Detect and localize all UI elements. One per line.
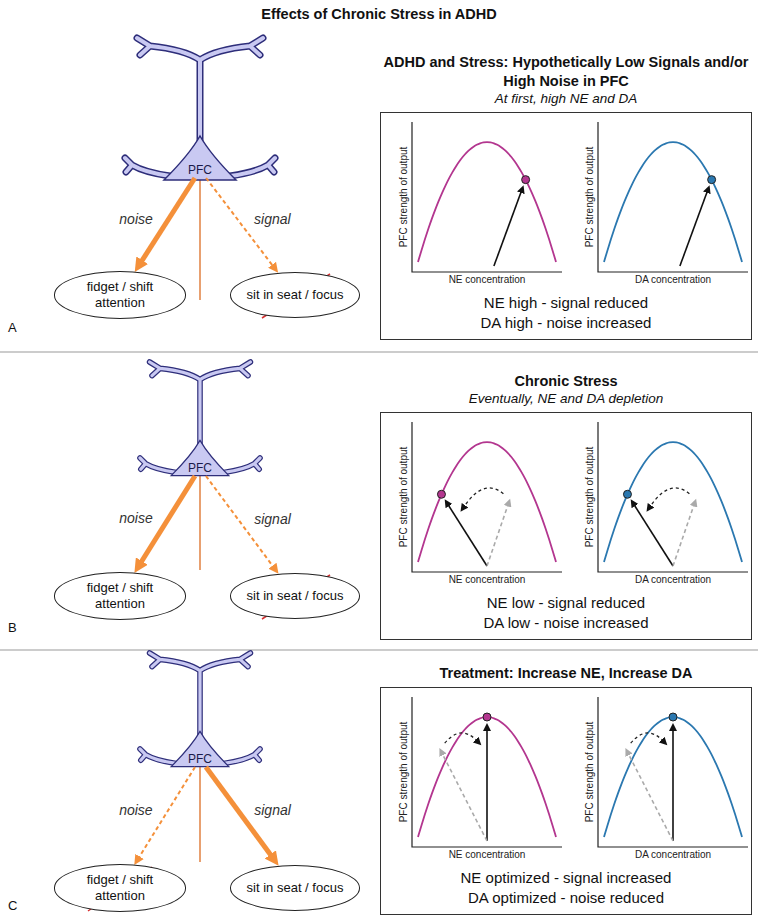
effect-statement: DA high - noise increased [481,313,652,333]
pathway-label: signal [254,511,291,527]
axon [199,476,201,570]
panel-letter: A [8,320,17,335]
chart-panel: Chronic StressEventually, NE and DA depl… [380,372,752,640]
chart-axes [598,122,748,272]
chart-group [412,122,748,847]
shift-arrow [486,730,488,841]
previous-state-arrow [629,754,673,841]
chart-frame: NE optimized - signal increasedDA optimi… [380,687,752,915]
effect-statement: NE optimized - signal increased [461,868,672,888]
axis-label: NE concentration [449,849,526,860]
pathway-label: signal [254,211,291,227]
state-dot [669,713,677,721]
state-dot [522,176,530,184]
axon [199,180,201,300]
panel-letter: B [8,620,17,635]
behavior-ellipse: sit in seat / focus [230,865,361,911]
pyramidal-neuron [125,38,275,180]
axis-label: PFC strength of output [584,147,595,248]
neuron-soma: PFC [185,460,215,476]
axis-label: PFC strength of output [584,447,595,548]
region-label: PFC [188,752,212,766]
effect-statement: DA optimized - noise reduced [468,888,664,908]
axis-label: PFC strength of output [398,722,409,823]
state-dot [708,176,716,184]
transition-arrow [445,733,477,743]
state-dot [623,490,631,498]
effect-statement: NE high - signal reduced [484,293,648,313]
panel-heading: Chronic Stress [380,372,752,391]
shift-arrow [448,505,487,566]
shift-arrow [634,505,673,566]
behavior-ellipse: sit in seat / focus [230,272,361,318]
chart-frame: NE high - signal reducedDA high - noise … [380,112,752,340]
effect-statement: DA low - noise increased [483,613,648,633]
axis-label: NE concentration [449,274,526,285]
neuron-soma: PFC [185,162,215,178]
axis-label: PFC strength of output [398,447,409,548]
behavior-label: fidget / shift attention [69,279,171,310]
behavior-label: sit in seat / focus [247,588,344,604]
chart-axes [412,422,562,572]
chart-axes [412,122,562,272]
behavior-label: sit in seat / focus [247,880,344,896]
transition-arrow [631,733,663,743]
previous-state-arrow [673,505,694,566]
shift-arrow [672,730,674,841]
panel-subtitle: Eventually, NE and DA depletion [380,390,752,408]
shift-arrow [680,192,707,266]
axis-label: PFC strength of output [398,147,409,248]
axis-label: PFC strength of output [584,722,595,823]
panel-letter: C [8,898,17,913]
pathway-label: noise [119,802,152,818]
inverted-u-curve [604,142,742,262]
chart-axes [598,422,748,572]
chart-panel: ADHD and Stress: Hypothetically Low Sign… [380,53,752,340]
behavior-ellipse: fidget / shift attention [54,864,186,911]
neuron-soma: PFC [185,751,215,767]
inverted-u-curve [604,442,742,562]
previous-state-arrow [443,754,487,841]
panel-heading: ADHD and Stress: Hypothetically Low Sign… [380,53,752,91]
panel-separator [0,650,758,651]
pathway-label: noise [119,211,152,227]
panel-heading: Treatment: Increase NE, Increase DA [380,664,752,683]
chart-panel: Treatment: Increase NE, Increase DA NE op… [380,664,752,915]
region-label: PFC [188,163,212,177]
chart-axes [598,697,748,847]
chart-axes [412,697,562,847]
previous-state-arrow [487,505,508,566]
pathway-label: signal [254,802,291,818]
panel-separator [0,352,758,353]
axis-label: DA concentration [635,274,711,285]
pyramidal-neuron [140,362,260,476]
axon [199,767,201,862]
figure-title: Effects of Chronic Stress in ADHD [0,6,758,22]
behavior-ellipse: fidget / shift attention [54,572,186,619]
inverted-u-curve [418,442,556,562]
axis-label: DA concentration [635,574,711,585]
behavior-label: fidget / shift attention [69,872,171,903]
inverted-u-curve [418,142,556,262]
shift-arrow [494,192,521,266]
behavior-ellipse: fidget / shift attention [54,271,186,318]
pyramidal-neuron [140,653,260,767]
region-label: PFC [188,461,212,475]
pathway-label: noise [119,510,152,526]
axis-label: NE concentration [449,574,526,585]
panel-subtitle: At first, high NE and DA [380,90,752,108]
axis-label: DA concentration [635,849,711,860]
effect-statement: NE low - signal reduced [487,593,645,613]
transition-arrow [650,488,689,506]
chart-frame: NE low - signal reducedDA low - noise in… [380,412,752,640]
state-dot [483,713,491,721]
behavior-ellipse: sit in seat / focus [230,573,361,619]
behavior-label: sit in seat / focus [247,287,344,303]
state-dot [437,490,445,498]
behavior-label: fidget / shift attention [69,580,171,611]
transition-arrow [464,488,503,506]
